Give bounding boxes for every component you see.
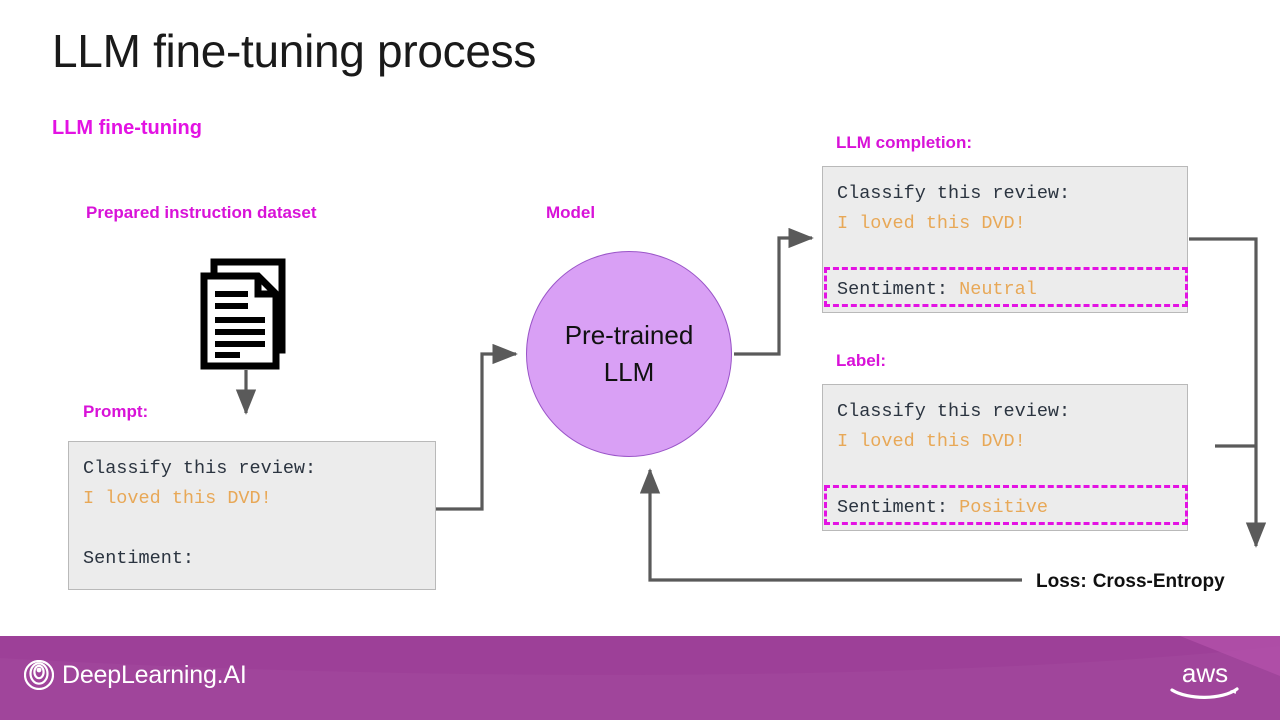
section-label: LLM fine-tuning — [52, 117, 202, 139]
completion-sentiment-line: Sentiment: Neutral — [837, 275, 1037, 305]
caption-dataset: Prepared instruction dataset — [86, 203, 317, 222]
svg-text:aws: aws — [1182, 658, 1228, 688]
deeplearning-mark-icon — [24, 660, 54, 690]
caption-model: Model — [546, 203, 596, 222]
pretrained-llm-node: Pre-trained LLM — [526, 251, 732, 457]
caption-label: Label: — [836, 351, 887, 370]
completion-sentiment-value: Neutral — [959, 279, 1037, 300]
completion-line-1: Classify this review: — [837, 183, 1071, 204]
arrow-prompt-to-model — [436, 343, 518, 511]
caption-llm-completion: LLM completion: — [836, 133, 972, 152]
completion-sentiment-key: Sentiment: — [837, 279, 960, 300]
prompt-line-1: Classify this review: — [83, 458, 317, 479]
label-line-2: I loved this DVD! — [837, 431, 1026, 452]
prompt-line-4: Sentiment: — [83, 548, 195, 569]
model-line-2: LLM — [603, 357, 655, 387]
label-sentiment-key: Sentiment: — [837, 497, 960, 518]
caption-prompt: Prompt: — [83, 402, 149, 421]
loss-key: Loss: — [1036, 571, 1087, 592]
footer-brand-text: DeepLearning.AI — [62, 660, 247, 689]
label-sentiment-line: Sentiment: Positive — [837, 493, 1048, 523]
model-line-1: Pre-trained — [564, 320, 694, 351]
aws-logo-icon: aws — [1170, 658, 1239, 699]
label-sentiment-value: Positive — [959, 497, 1048, 518]
arrow-completion-to-loss — [1189, 237, 1267, 548]
label-line-1: Classify this review: — [837, 401, 1071, 422]
page-title: LLM fine-tuning process — [52, 25, 537, 77]
arrow-model-to-completion — [734, 227, 814, 356]
deeplearning-logo: DeepLearning.AI — [24, 660, 247, 690]
footer-wave — [0, 636, 1280, 676]
completion-line-2: I loved this DVD! — [837, 213, 1026, 234]
label-textbox: Classify this review: I loved this DVD! … — [822, 384, 1188, 531]
documents-icon — [200, 258, 292, 375]
prompt-line-2: I loved this DVD! — [83, 488, 272, 509]
loss-value: Cross-Entropy — [1092, 571, 1225, 592]
llm-completion-textbox: Classify this review: I loved this DVD! … — [822, 166, 1188, 313]
loss-label: Loss:Cross-Entropy — [1036, 571, 1225, 593]
footer-bar: DeepLearning.AI aws — [0, 636, 1280, 720]
prompt-textbox: Classify this review: I loved this DVD! … — [68, 441, 436, 590]
